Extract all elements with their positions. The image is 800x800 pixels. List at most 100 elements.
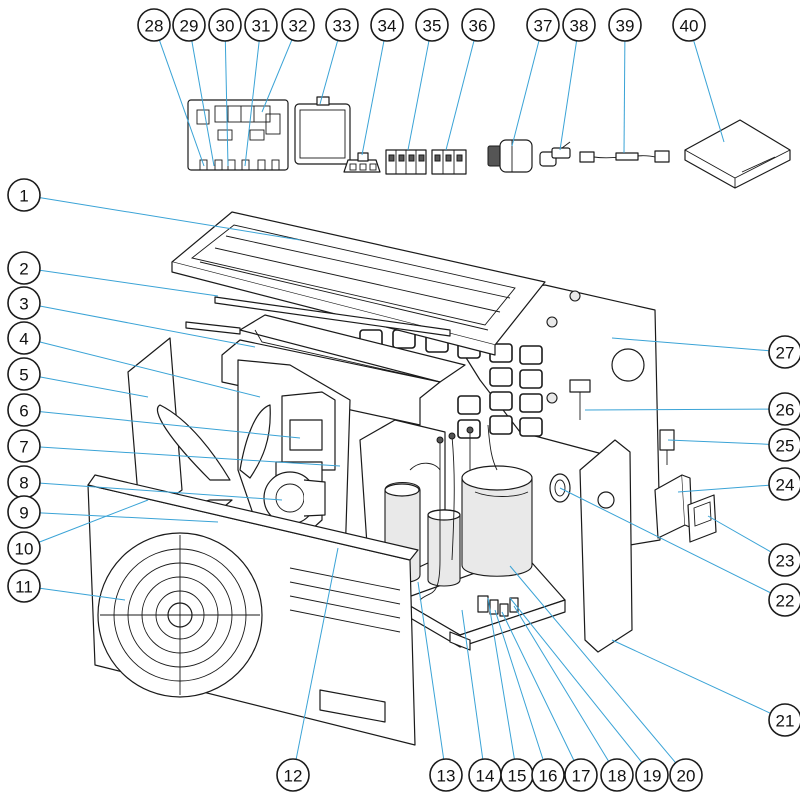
callout-36: 36: [461, 8, 495, 42]
leader-line-26: [584, 408, 770, 411]
side-panel-left: [127, 337, 183, 521]
callout-10: 10: [7, 531, 41, 565]
callout-25: 25: [768, 428, 800, 462]
callout-30: 30: [208, 8, 242, 42]
leader-line-17: [501, 611, 575, 761]
callout-number: 37: [534, 17, 553, 36]
leader-line-8: [39, 482, 283, 501]
leader-line-40: [693, 40, 725, 143]
callout-number: 20: [677, 767, 696, 786]
callout-27: 27: [768, 335, 800, 369]
callout-circle: [672, 8, 706, 42]
callout-29: 29: [172, 8, 206, 42]
callout-number: 27: [776, 344, 795, 363]
callout-number: 35: [423, 17, 442, 36]
leader-line-1: [39, 197, 301, 241]
terminal-block-small: [343, 152, 381, 173]
callout-number: 40: [680, 17, 699, 36]
callout-circle: [208, 8, 242, 42]
top-cover: [171, 211, 546, 356]
callout-13: 13: [429, 758, 463, 792]
callout-24: 24: [768, 467, 800, 501]
leader-line-31: [244, 40, 260, 167]
callout-circle: [276, 758, 310, 792]
leader-line-2: [39, 269, 219, 297]
leader-line-5: [39, 376, 149, 398]
callout-35: 35: [415, 8, 449, 42]
callout-4: 4: [7, 321, 41, 355]
callout-circle: [461, 8, 495, 42]
callout-31: 31: [244, 8, 278, 42]
leader-line-36: [445, 40, 475, 151]
valves: [477, 595, 519, 617]
terminal-block-a: [385, 149, 427, 175]
callout-circle: [7, 357, 41, 391]
callout-22: 22: [768, 583, 800, 617]
callout-circle: [7, 569, 41, 603]
leader-line-37: [511, 40, 540, 147]
callout-5: 5: [7, 357, 41, 391]
leader-line-11: [39, 587, 126, 601]
callout-number: 7: [19, 438, 28, 457]
callout-circle: [562, 8, 596, 42]
callout-circle: [768, 467, 800, 501]
callout-38: 38: [562, 8, 596, 42]
control-board: [187, 99, 289, 171]
elbow-fitting: [539, 141, 571, 167]
callout-20: 20: [669, 758, 703, 792]
callout-circle: [137, 8, 171, 42]
leader-line-4: [39, 341, 261, 398]
fan-guard: [97, 532, 263, 698]
callout-circle: [325, 8, 359, 42]
callout-3: 3: [7, 286, 41, 320]
leader-line-18: [513, 605, 610, 762]
callout-number: 11: [15, 578, 33, 597]
callout-32: 32: [281, 8, 315, 42]
wire-cable: [579, 150, 670, 163]
callout-14: 14: [468, 758, 502, 792]
callout-number: 18: [608, 767, 627, 786]
callout-circle: [564, 758, 598, 792]
callout-number: 1: [19, 187, 28, 206]
callout-number: 33: [333, 17, 352, 36]
callout-number: 10: [15, 540, 34, 559]
callout-number: 30: [216, 17, 235, 36]
copper-piping: [409, 424, 498, 601]
leader-line-20: [509, 565, 677, 764]
top-rail: [185, 296, 451, 337]
callout-7: 7: [7, 429, 41, 463]
callout-circle: [172, 8, 206, 42]
callout-number: 28: [145, 17, 164, 36]
callout-19: 19: [635, 758, 669, 792]
callout-number: 8: [19, 474, 28, 493]
callout-6: 6: [7, 393, 41, 427]
callout-number: 14: [476, 767, 495, 786]
callout-number: 6: [19, 402, 28, 421]
callout-16: 16: [531, 758, 565, 792]
callout-circle: [768, 428, 800, 462]
leader-lines: [38, 39, 772, 764]
callout-circle: [635, 758, 669, 792]
callout-number: 5: [19, 366, 28, 385]
callout-circle: [7, 251, 41, 285]
callout-number: 16: [539, 767, 558, 786]
leader-line-14: [461, 609, 484, 760]
callout-number: 29: [180, 17, 199, 36]
callout-number: 39: [616, 17, 635, 36]
reservoir-cylinder: [427, 509, 461, 587]
callout-circle: [7, 393, 41, 427]
callout-number: 31: [252, 17, 271, 36]
callout-circle: [768, 703, 800, 737]
callout-2: 2: [7, 251, 41, 285]
callout-number: 13: [437, 767, 456, 786]
callout-circle: [7, 429, 41, 463]
leader-line-12: [295, 547, 339, 760]
callout-circle: [7, 495, 41, 529]
callout-circle: [7, 321, 41, 355]
leader-line-25: [667, 439, 770, 445]
callout-circle: [669, 758, 703, 792]
leader-line-33: [319, 40, 339, 105]
callout-8: 8: [7, 465, 41, 499]
